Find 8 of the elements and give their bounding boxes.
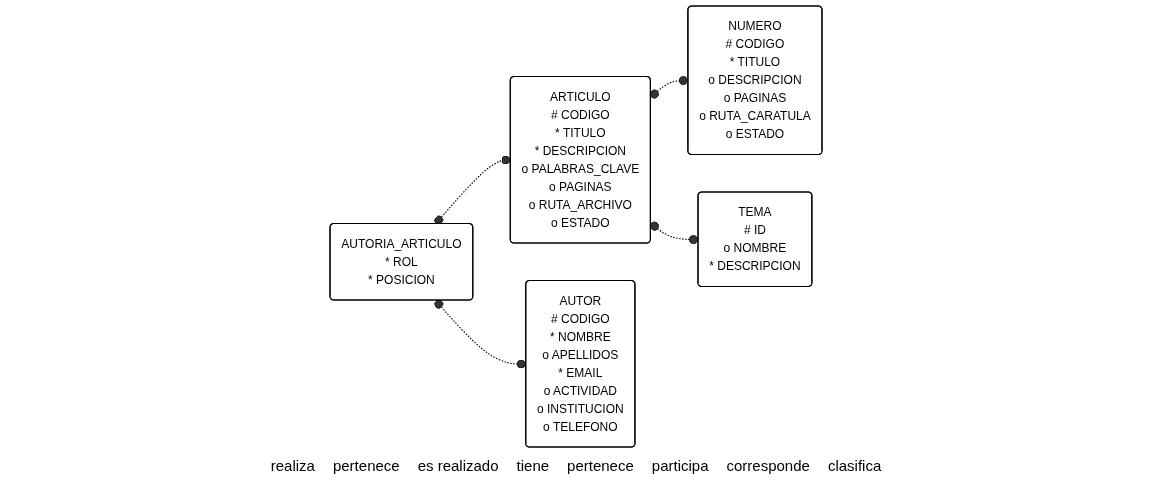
relationship-label: pertenece xyxy=(567,457,634,474)
relationship-label: corresponde xyxy=(726,457,810,474)
relationship-label: pertenece xyxy=(332,457,400,474)
relationship-label: realiza xyxy=(270,457,315,474)
relationship-label: clasifica xyxy=(827,457,882,474)
relationship-label: tiene xyxy=(516,457,550,474)
relationship-label: participa xyxy=(651,457,709,474)
relationship-label: es realizado xyxy=(417,457,499,474)
